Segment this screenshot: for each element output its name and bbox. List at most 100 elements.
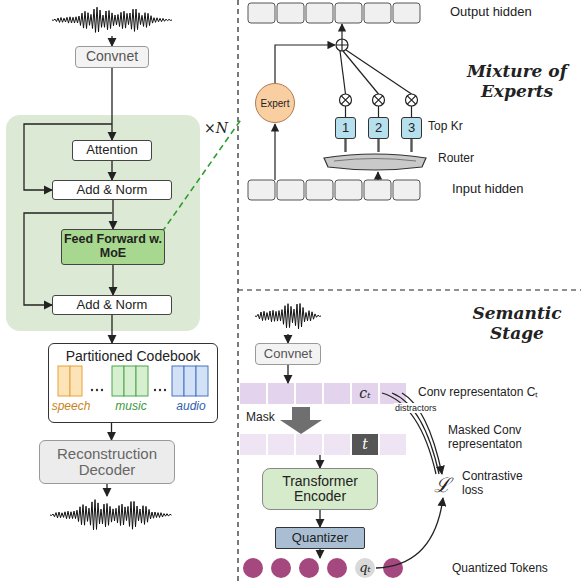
conv-cell xyxy=(240,383,266,404)
annotation: Top Kr xyxy=(428,120,463,134)
codebook-stripes xyxy=(58,366,208,396)
token xyxy=(383,558,403,578)
masked-cell xyxy=(324,434,350,455)
input-cell xyxy=(335,180,362,200)
connector xyxy=(344,139,346,152)
connector xyxy=(112,265,113,295)
conv-cell xyxy=(268,383,294,404)
row-label: Conv representaton Cₜ xyxy=(418,386,538,400)
norm-box: Add & Norm xyxy=(52,180,172,200)
connector xyxy=(111,68,112,140)
codebook-box: Partitioned Codebook speech music audio xyxy=(48,343,218,423)
node-text: Partitioned Codebook xyxy=(49,349,217,364)
codebook-fill xyxy=(48,343,218,423)
node-text: t xyxy=(362,437,368,452)
node-text: qₜ xyxy=(359,561,371,575)
token xyxy=(327,558,347,578)
quantizer-box: Quantizer xyxy=(275,527,365,549)
waveform-trace xyxy=(52,7,172,32)
router-rim xyxy=(334,159,416,162)
conv-box: Convnet xyxy=(75,46,149,68)
output-cell xyxy=(306,3,333,23)
node-text: 1 xyxy=(342,121,349,135)
node-text: Add & Norm xyxy=(77,298,148,312)
encoder-block: ×NAttentionAdd & NormFeed Forward w. MoE… xyxy=(6,115,200,331)
waveform-trace xyxy=(255,304,321,329)
semantic-wires xyxy=(288,334,443,568)
hidden-cells xyxy=(248,3,420,200)
conv-box: Convnet xyxy=(255,343,321,365)
waveform-trace xyxy=(50,500,172,530)
input-cell xyxy=(393,180,420,200)
moe-ffn-box: Feed Forward w. MoE xyxy=(61,229,165,265)
connector xyxy=(111,315,112,343)
node-text: ×N xyxy=(204,121,228,136)
node-text: Attention xyxy=(86,143,137,157)
node-text: Router xyxy=(438,152,474,165)
token xyxy=(299,558,319,578)
target-cell: cₜ xyxy=(352,383,378,404)
connector xyxy=(410,139,412,152)
node-text: speech xyxy=(52,400,91,413)
masked-token: t xyxy=(352,434,378,455)
node-text: Quantizer xyxy=(292,531,348,545)
loss-symbol: ℒ xyxy=(434,474,451,497)
node-text: Expert xyxy=(261,98,290,109)
input-cell xyxy=(277,180,304,200)
transformer-box: Transformer Encoder xyxy=(262,468,378,510)
output-cell xyxy=(364,3,391,23)
connector xyxy=(112,200,113,229)
node-text: Convnet xyxy=(86,49,138,64)
quantized-token: qₜ xyxy=(355,558,375,578)
node-text: music xyxy=(115,400,146,413)
connector xyxy=(111,423,112,440)
panel-title: Mixture of Experts xyxy=(458,62,576,101)
node-text: Feed Forward w. MoE xyxy=(62,233,164,261)
masked-cell xyxy=(268,434,294,455)
output-cell xyxy=(393,3,420,23)
node-text: 3 xyxy=(408,121,415,135)
node-text: Reconstruction Decoder xyxy=(40,446,174,479)
token xyxy=(271,558,291,578)
axis-label: Output hidden xyxy=(450,5,532,20)
axis-label: Input hidden xyxy=(452,182,524,197)
router-tray xyxy=(324,154,426,170)
connector xyxy=(111,161,112,180)
encoder-region xyxy=(6,115,200,331)
operator-symbols xyxy=(336,39,418,106)
output-cell xyxy=(248,3,275,23)
panel-title: Semantic Stage xyxy=(458,304,576,343)
mask-arrow xyxy=(280,407,322,434)
annotation: distractors xyxy=(394,403,438,413)
row-label: Masked Conv representaton xyxy=(448,424,560,452)
node-text: 2 xyxy=(375,121,382,135)
input-cell xyxy=(306,180,333,200)
annotation: Mask xyxy=(246,411,275,425)
separator xyxy=(238,289,581,290)
conv-cell xyxy=(296,383,322,404)
row-label: Quantized Tokens xyxy=(452,562,548,576)
router-shape: Router xyxy=(322,152,428,170)
connector xyxy=(377,139,379,152)
node-text: audio xyxy=(176,400,205,413)
connector xyxy=(319,510,320,527)
loss-label: Contrastive loss xyxy=(462,470,536,498)
expert-box: 1 xyxy=(335,117,356,139)
node-text: Convnet xyxy=(264,347,312,361)
output-cell xyxy=(277,3,304,23)
token xyxy=(243,558,263,578)
expert-box: 3 xyxy=(401,117,422,139)
expert-circle: Expert xyxy=(255,83,295,123)
node-text: Transformer Encoder xyxy=(263,474,377,505)
masked-cell xyxy=(380,434,406,455)
input-cell xyxy=(248,180,275,200)
masked-cell xyxy=(240,434,266,455)
attention-box: Attention xyxy=(72,140,152,161)
representation-rows xyxy=(240,383,406,578)
zoom-leader xyxy=(162,118,242,232)
norm-box: Add & Norm xyxy=(52,295,172,315)
router-outline xyxy=(322,152,428,170)
node-text: cₜ xyxy=(359,386,370,401)
masked-cell xyxy=(296,434,322,455)
decoder-box: Reconstruction Decoder xyxy=(39,440,175,484)
